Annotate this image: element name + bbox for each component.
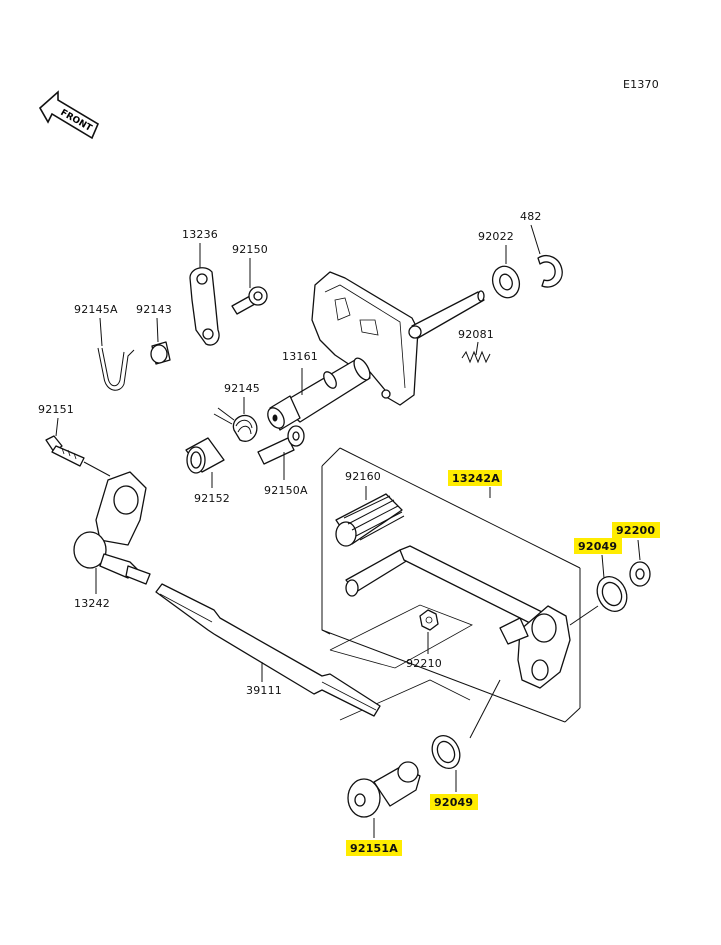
label-13236: 13236 (182, 228, 218, 241)
label-13161: 13161 (282, 350, 318, 363)
front-arrow-icon: FRONT (38, 90, 100, 140)
diagram-code: E1370 (623, 78, 659, 91)
spring-92145 (213, 407, 258, 442)
assembly-box-13242A (321, 447, 581, 723)
label-92160: 92160 (345, 470, 381, 483)
label-92145: 92145 (224, 382, 260, 395)
label-92150: 92150 (232, 243, 268, 256)
pivot-bolt-92151A (347, 761, 421, 818)
spring-92145A (97, 347, 135, 391)
pedal-13242A (345, 545, 571, 689)
bolt-92150 (231, 286, 268, 315)
label-92049-upper: 92049 (578, 540, 617, 553)
label-92151A: 92151A (350, 842, 398, 855)
nut-92210 (419, 609, 439, 631)
rubber-92160 (335, 493, 405, 547)
washer-92200 (629, 561, 651, 587)
bolt-92151 (45, 435, 85, 467)
label-482: 482 (520, 210, 542, 223)
label-39111: 39111 (246, 684, 282, 697)
collar-92152 (185, 437, 225, 474)
highlight-92200 (612, 522, 660, 538)
collar-92143 (150, 341, 171, 365)
highlight-92151A (346, 840, 402, 856)
label-92145A: 92145A (74, 303, 118, 316)
oil-seal-92049-upper (596, 575, 628, 613)
label-92151: 92151 (38, 403, 74, 416)
label-92200: 92200 (616, 524, 655, 537)
highlight-92049-lower (430, 794, 478, 810)
label-92210: 92210 (406, 657, 442, 670)
shift-shaft-13161 (267, 271, 485, 431)
label-92049-lower: 92049 (434, 796, 473, 809)
circlip-482 (537, 255, 563, 288)
highlight-92049-upper (574, 538, 622, 554)
lever-13236 (189, 267, 220, 346)
label-13242: 13242 (74, 597, 110, 610)
label-92152: 92152 (194, 492, 230, 505)
label-92022: 92022 (478, 230, 514, 243)
rod-39111 (155, 583, 381, 717)
label-92143: 92143 (136, 303, 172, 316)
label-92081: 92081 (458, 328, 494, 341)
bolt-92150A (257, 425, 305, 465)
highlight-13242A (448, 470, 502, 486)
washer-92022 (491, 265, 521, 299)
label-92150A: 92150A (264, 484, 308, 497)
oil-seal-92049-lower (431, 734, 461, 770)
spring-92081 (461, 350, 491, 364)
label-13242A: 13242A (452, 472, 500, 485)
shift-arm-13242 (73, 471, 151, 585)
